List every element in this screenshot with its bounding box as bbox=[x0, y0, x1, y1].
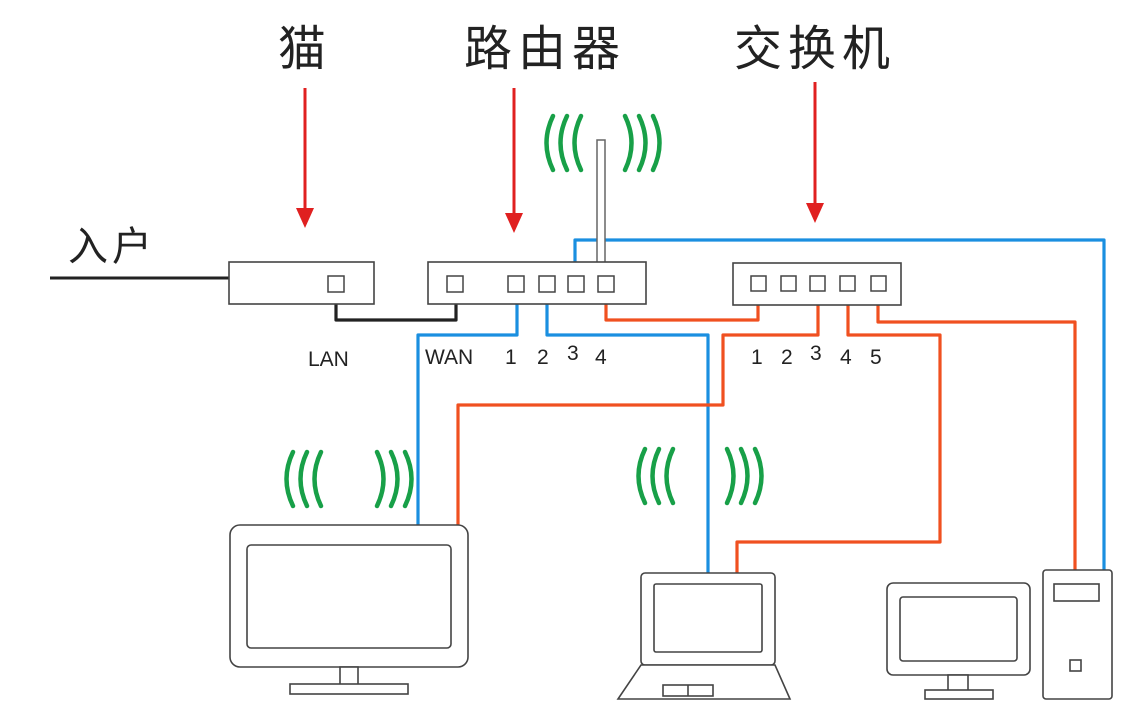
router-port-4 bbox=[597, 275, 615, 293]
router bbox=[427, 139, 647, 305]
switch-arrow-icon bbox=[806, 82, 824, 223]
router-port-3 bbox=[567, 275, 585, 293]
router-port-label-3: 3 bbox=[567, 342, 579, 365]
switch-port-label-2: 2 bbox=[781, 346, 793, 369]
router-port2-to-laptop-cable bbox=[545, 292, 710, 573]
router-port1-to-monitor-cable bbox=[416, 292, 519, 525]
monitor-icon bbox=[229, 524, 469, 695]
modem-arrow-icon bbox=[296, 88, 314, 228]
switch-port5-to-desktop-cable bbox=[876, 292, 1077, 570]
modem-lan-port bbox=[327, 275, 345, 293]
router-port-label-2: 2 bbox=[537, 346, 549, 369]
router-title: 路由器 bbox=[464, 21, 626, 77]
router-port-label-1: 1 bbox=[505, 346, 517, 369]
desktop-monitor-icon bbox=[886, 582, 1031, 700]
router-port-1 bbox=[507, 275, 525, 293]
router-port4-to-switch-port1-cable bbox=[604, 292, 760, 322]
router-arrow-icon bbox=[505, 88, 523, 233]
modem bbox=[228, 261, 375, 305]
router-port-label-4: 4 bbox=[595, 346, 607, 369]
switch-port-label-5: 5 bbox=[870, 346, 882, 369]
desktop-tower-icon bbox=[1042, 569, 1113, 700]
switch-port-label-1: 1 bbox=[751, 346, 763, 369]
monitor-wifi-signal-icon bbox=[284, 449, 414, 509]
router-wan-port bbox=[446, 275, 464, 293]
switch-title: 交换机 bbox=[734, 21, 896, 77]
switch-port-5 bbox=[870, 275, 887, 292]
modem-lan-label: LAN bbox=[308, 348, 349, 371]
switch-port-2 bbox=[780, 275, 797, 292]
router-wan-label: WAN bbox=[425, 346, 473, 369]
modem-title: 猫 bbox=[278, 21, 332, 77]
switch-port-3 bbox=[809, 275, 826, 292]
switch-port-1 bbox=[750, 275, 767, 292]
switch-port-label-4: 4 bbox=[840, 346, 852, 369]
switch-port4-to-laptop-cable bbox=[735, 292, 942, 573]
entry-label: 入户 bbox=[68, 224, 156, 270]
router-wifi-signal-icon bbox=[544, 113, 662, 173]
laptop-wifi-signal-icon bbox=[636, 446, 764, 506]
router-antenna bbox=[596, 139, 606, 271]
switch bbox=[732, 262, 902, 306]
switch-port3-to-monitor-cable bbox=[456, 292, 820, 525]
laptop-icon bbox=[616, 572, 792, 700]
router-port-2 bbox=[538, 275, 556, 293]
switch-port-label-3: 3 bbox=[810, 342, 822, 365]
switch-port-4 bbox=[839, 275, 856, 292]
